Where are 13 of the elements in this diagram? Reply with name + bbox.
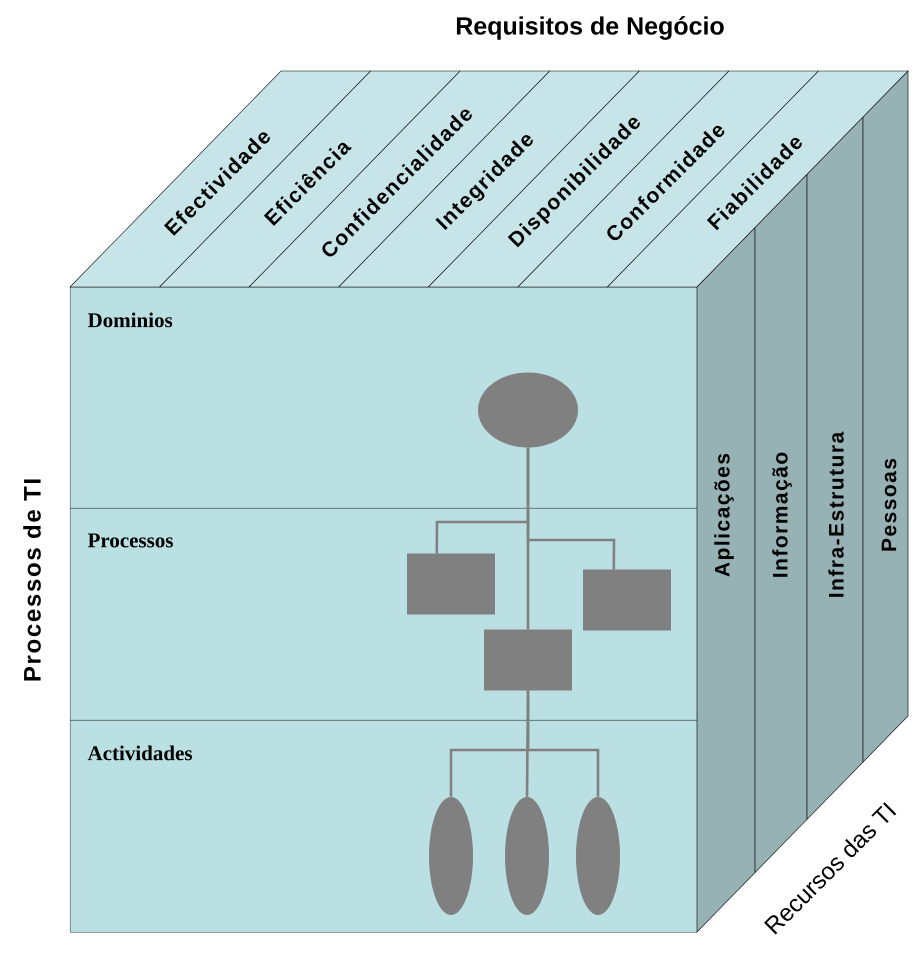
connector-line: [526, 448, 616, 570]
connector-line: [526, 690, 600, 797]
box: [407, 554, 495, 614]
axis-title: Requisitos de Negócio: [456, 16, 724, 40]
box: [484, 630, 572, 690]
axis-title: Processos de TI: [23, 480, 41, 681]
band: Actividades: [70, 720, 698, 932]
ellipse: [478, 372, 578, 448]
band: Dominios: [70, 287, 698, 508]
ellipse: [429, 797, 473, 915]
ellipse: [576, 797, 620, 915]
box: [583, 570, 671, 630]
ellipse: [505, 797, 549, 915]
